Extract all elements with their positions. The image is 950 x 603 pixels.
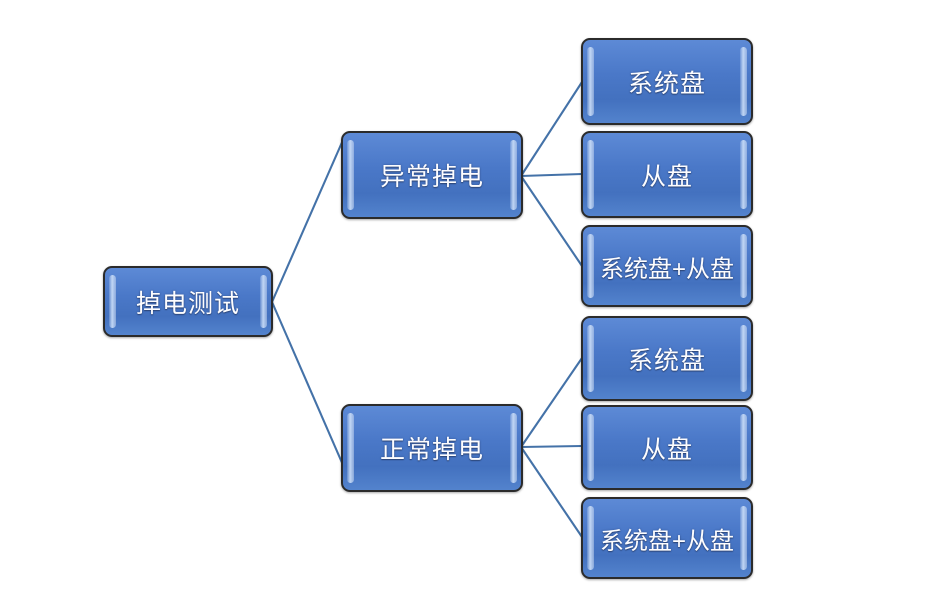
node-leaf-normal-system-and-slave-disk-label: 系统盘+从盘 bbox=[599, 527, 734, 555]
edge-branch-1-to-leaf-3 bbox=[520, 175, 583, 267]
node-leaf-normal-system-disk-label: 系统盘 bbox=[627, 346, 706, 375]
edge-branch-2-to-leaf-1 bbox=[520, 357, 583, 448]
node-branch-abnormal-power-off-label: 异常掉电 bbox=[379, 163, 484, 191]
node-branch-normal-power-off[interactable]: 正常掉电 bbox=[341, 404, 523, 492]
edge-branch-2-to-leaf-3 bbox=[520, 446, 583, 538]
edge-branch-1-to-leaf-2 bbox=[520, 172, 583, 178]
node-leaf-normal-system-and-slave-disk[interactable]: 系统盘+从盘 bbox=[581, 497, 753, 579]
node-leaf-abnormal-slave-disk[interactable]: 从盘 bbox=[581, 131, 753, 218]
node-leaf-abnormal-system-disk[interactable]: 系统盘 bbox=[581, 38, 753, 125]
edge-root-to-branch-2 bbox=[271, 301, 344, 466]
node-root[interactable]: 掉电测试 bbox=[103, 266, 273, 337]
node-root-label: 掉电测试 bbox=[135, 289, 240, 318]
node-branch-normal-power-off-label: 正常掉电 bbox=[379, 436, 484, 464]
node-branch-abnormal-power-off[interactable]: 异常掉电 bbox=[341, 131, 523, 219]
node-leaf-abnormal-system-disk-label: 系统盘 bbox=[627, 69, 706, 98]
node-leaf-abnormal-system-and-slave-disk[interactable]: 系统盘+从盘 bbox=[581, 225, 753, 307]
edge-root-to-branch-1 bbox=[271, 139, 344, 303]
node-leaf-abnormal-slave-disk-label: 从盘 bbox=[640, 162, 693, 191]
node-leaf-abnormal-system-and-slave-disk-label: 系统盘+从盘 bbox=[599, 255, 734, 283]
edge-branch-1-to-leaf-1 bbox=[520, 81, 583, 177]
node-leaf-normal-slave-disk-label: 从盘 bbox=[640, 435, 693, 464]
node-leaf-normal-slave-disk[interactable]: 从盘 bbox=[581, 405, 753, 490]
node-leaf-normal-system-disk[interactable]: 系统盘 bbox=[581, 316, 753, 401]
edge-branch-2-to-leaf-2 bbox=[520, 444, 583, 449]
